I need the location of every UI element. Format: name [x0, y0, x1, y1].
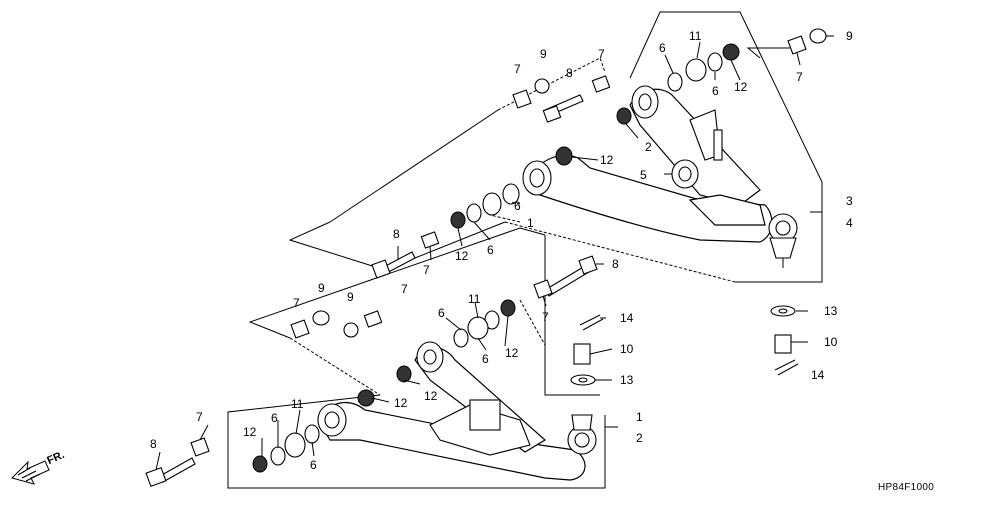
callout-12-lower-b: 12	[424, 389, 438, 403]
front-direction-arrow-icon	[11, 460, 50, 485]
callout-14-right: 14	[811, 368, 825, 382]
callout-6-lower-b: 6	[482, 352, 489, 366]
callout-5: 5	[640, 168, 647, 182]
upper-control-arm	[522, 85, 798, 268]
callout-12-upper-b: 12	[600, 153, 614, 167]
callout-12-lower-left: 12	[243, 425, 257, 439]
callout-6-upper-d: 6	[487, 243, 494, 257]
callout-3: 3	[846, 194, 853, 208]
callout-4: 4	[846, 216, 853, 230]
callout-12-upper-c: 12	[455, 249, 469, 263]
callout-6-upper-c: 6	[514, 199, 521, 213]
callout-8-lower-right: 8	[612, 257, 619, 271]
callout-6-upper-b: 6	[712, 84, 719, 98]
callout-6-lower-c: 6	[271, 411, 278, 425]
callout-8-upper: 8	[566, 66, 573, 80]
callout-11-lower: 11	[468, 292, 481, 306]
callout-10-right: 10	[824, 335, 838, 349]
callout-8-upper-left: 8	[393, 227, 400, 241]
callout-2-lower: 2	[636, 431, 643, 445]
upper-hardware	[371, 28, 827, 279]
callout-13-lower: 13	[620, 373, 634, 387]
callout-7-lower-c: 7	[542, 310, 549, 324]
callout-14-lower: 14	[620, 311, 634, 325]
callout-6-lower-a: 6	[438, 306, 445, 320]
callout-13-right: 13	[824, 304, 838, 318]
callout-6-lower-d: 6	[310, 458, 317, 472]
callout-12-lower-a: 12	[505, 346, 519, 360]
lower-control-arm	[317, 341, 597, 481]
callout-7-upper-a: 7	[598, 47, 605, 61]
callout-9-lower-a: 9	[318, 281, 325, 295]
callout-12-lower-c: 12	[394, 396, 408, 410]
callout-7-upper-c: 7	[423, 263, 430, 277]
callout-10-lower: 10	[620, 342, 634, 356]
callout-7-lower-a: 7	[401, 282, 408, 296]
diagram-reference-code: HP84F1000	[878, 482, 935, 493]
callout-7-top-right: 7	[796, 70, 803, 84]
ball-joint-hardware	[570, 305, 799, 386]
callout-9-lower-b: 9	[347, 290, 354, 304]
callout-9-upper: 9	[540, 47, 547, 61]
callout-6-upper-a: 6	[659, 41, 666, 55]
callout-7-lower-d: 7	[196, 410, 203, 424]
callout-8-lower-left: 8	[150, 437, 157, 451]
callout-1-lower: 1	[636, 410, 643, 424]
callout-1-upper: 1	[527, 216, 534, 230]
callout-9-top-right: 9	[846, 29, 853, 43]
callout-2-upper: 2	[645, 140, 652, 154]
leader-lines	[155, 35, 834, 471]
callout-7-upper-b: 7	[514, 62, 521, 76]
callout-12-upper-a: 12	[734, 80, 748, 94]
callout-7-lower-b: 7	[293, 296, 300, 310]
callout-11-upper: 11	[689, 29, 702, 43]
callout-11-lower-left: 11	[291, 397, 304, 411]
